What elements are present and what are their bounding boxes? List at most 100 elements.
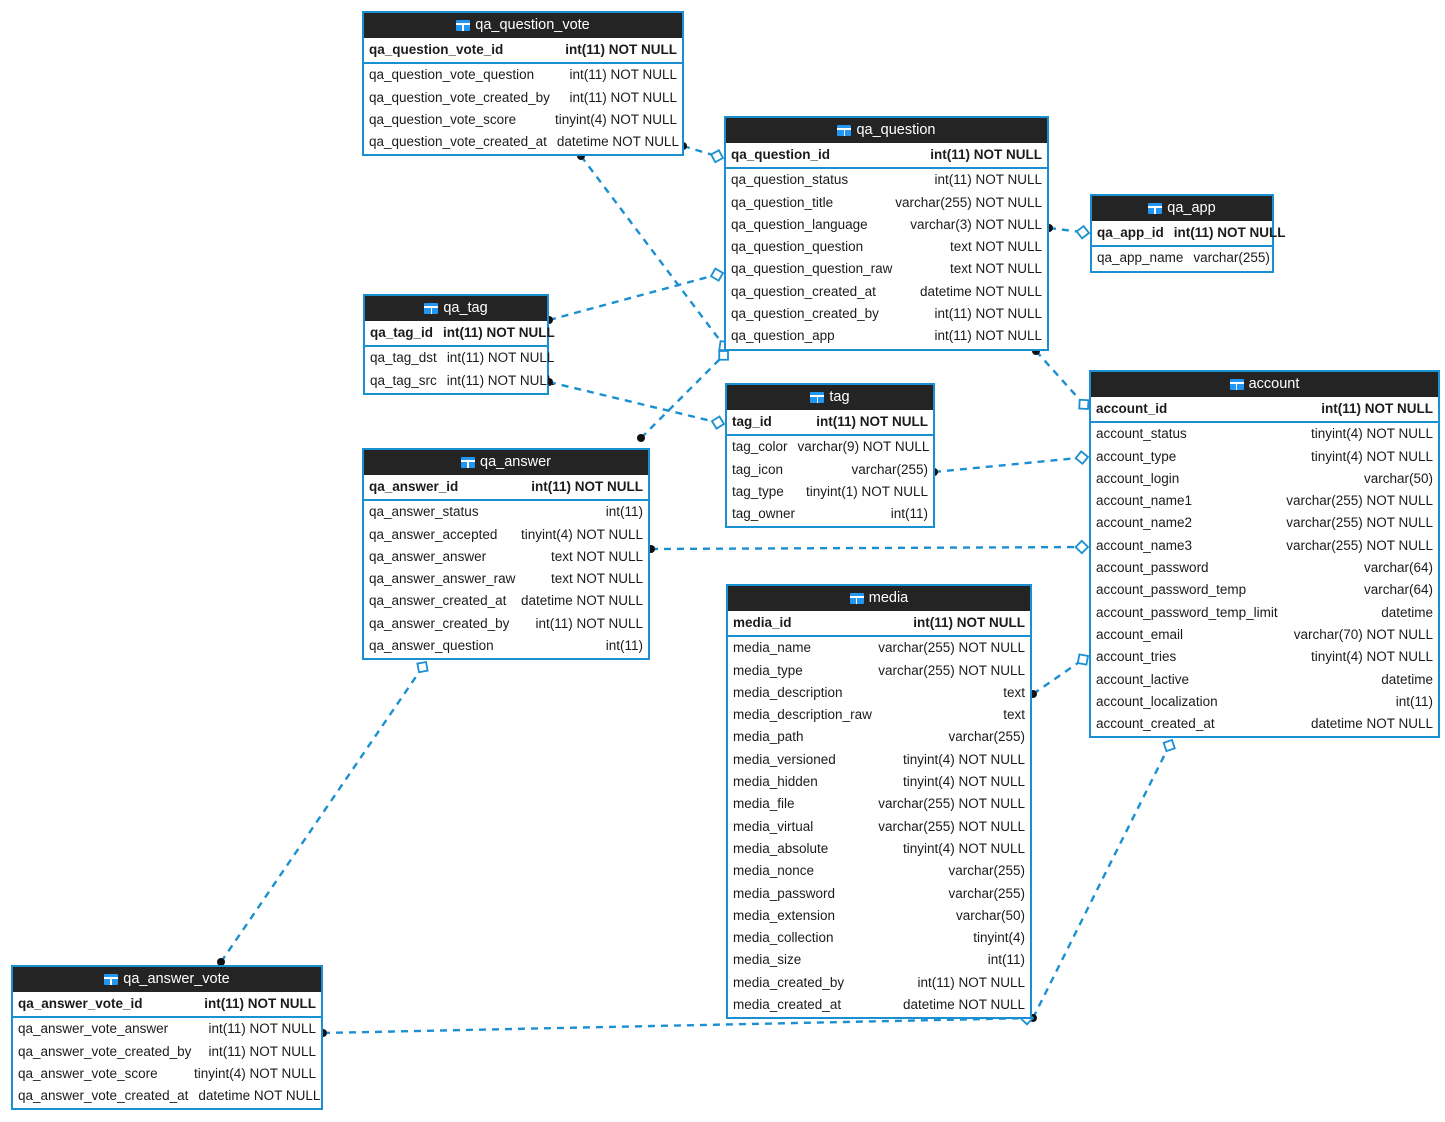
field-type: tinyint(4) NOT NULL [554,111,677,127]
relationship-one-diamond [1078,398,1090,410]
table-icon [461,457,476,468]
relationship-line [220,668,422,963]
relationship-line [1048,226,1081,234]
relationship-qa_answer-to-qa_question [637,350,729,442]
field-name: qa_question_status [731,172,849,188]
field-name: media_created_at [733,997,842,1013]
field-type: varchar(50) [955,907,1025,923]
field-type: varchar(255) NOT NULL [878,818,1025,834]
field-type: tinyint(4) NOT NULL [520,526,643,542]
field-name: qa_answer_answer_raw [369,571,516,587]
attribute-row[interactable]: qa_question_status int(11) NOT NULL [726,169,1047,191]
field-type: int(11) NOT NULL [934,172,1042,188]
field-name: account_password_temp_limit [1096,604,1278,620]
field-type: varchar(64) [1363,582,1433,598]
field-type: varchar(50) [1363,470,1433,486]
field-name: qa_answer_vote_created_at [18,1088,189,1104]
relationship-line [1031,747,1170,1019]
field-name: qa_answer_created_at [369,593,507,609]
